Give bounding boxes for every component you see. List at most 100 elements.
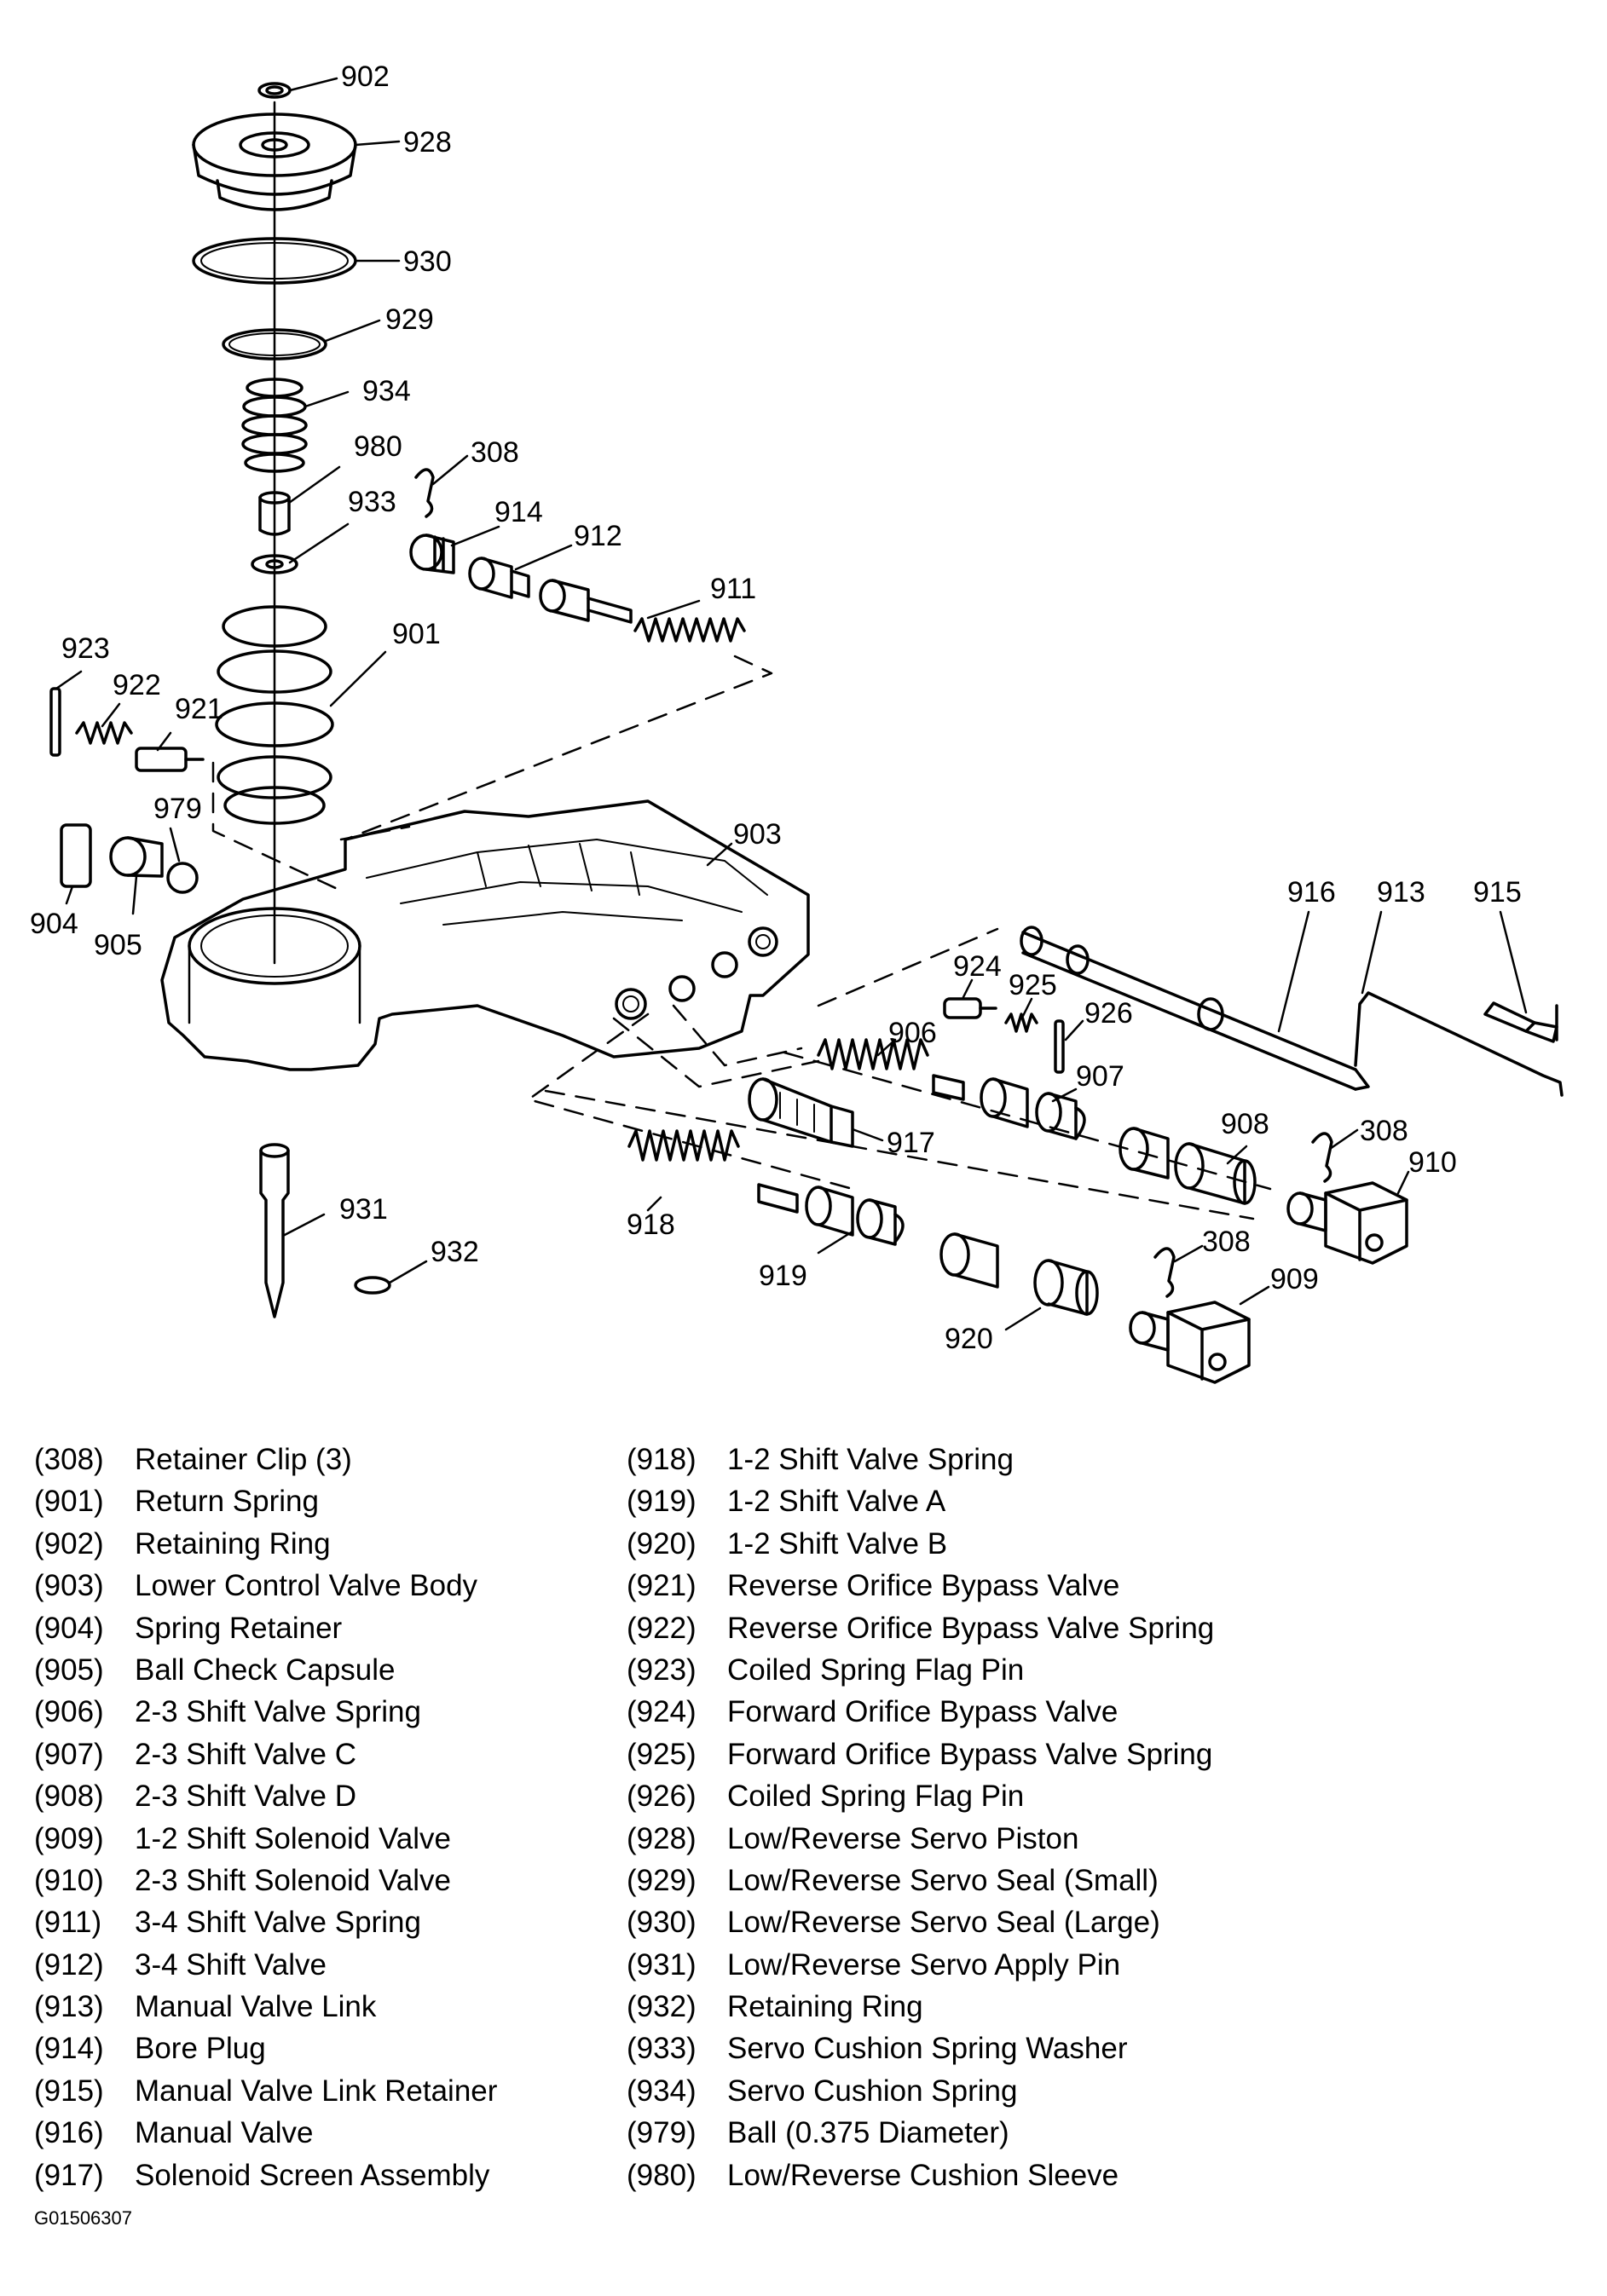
legend-row: (919) 1-2 Shift Valve A: [627, 1480, 1214, 1522]
legend-part-number: (922): [627, 1611, 697, 1645]
legend-part-number: (923): [627, 1653, 697, 1687]
legend-part-number: (912): [34, 1947, 104, 1982]
legend-part-name: Bore Plug: [135, 2032, 266, 2066]
callout-909: 909: [1270, 1263, 1319, 1295]
callout-979: 979: [153, 793, 202, 825]
legend-part-name: Return Spring: [135, 1485, 319, 1519]
part-916-manual-valve: [1020, 926, 1370, 1091]
part-908-valve-d: [1119, 1127, 1257, 1205]
callout-919: 919: [759, 1260, 807, 1292]
legend-part-name: Spring Retainer: [135, 1611, 343, 1645]
legend-part-name: Low/Reverse Servo Seal (Large): [727, 1906, 1160, 1940]
legend-part-number: (924): [627, 1695, 697, 1729]
legend-part-number: (932): [627, 1990, 697, 2024]
legend-part-name: Ball Check Capsule: [135, 1653, 396, 1687]
legend-part-number: (916): [34, 2116, 104, 2150]
legend-part-number: (919): [627, 1485, 697, 1519]
exploded-view-diagram: 902 928 930 929 934 980 933 308 914 912 …: [30, 61, 1564, 1384]
callout-932: 932: [431, 1236, 479, 1268]
part-901-return-spring: [215, 605, 334, 825]
legend-row: (903) Lower Control Valve Body: [34, 1565, 497, 1607]
legend-part-number: (979): [627, 2116, 697, 2150]
legend-part-name: Manual Valve: [135, 2116, 314, 2150]
part-932-retaining-ring: [354, 1276, 391, 1295]
part-905-ball-check-capsule: [109, 836, 164, 878]
legend-part-name: Forward Orifice Bypass Valve: [727, 1695, 1119, 1729]
legend-part-name: Servo Cushion Spring: [727, 2074, 1018, 2108]
callout-930: 930: [403, 245, 452, 278]
leader-lines: [55, 77, 1528, 1331]
legend-part-name: Reverse Orifice Bypass Valve: [727, 1569, 1120, 1603]
legend-part-name: 2-3 Shift Valve Spring: [135, 1695, 421, 1729]
legend-part-name: 1-2 Shift Valve B: [727, 1526, 948, 1560]
part-929-seal-small: [222, 328, 327, 361]
legend-part-name: Retaining Ring: [727, 1990, 923, 2024]
legend-row: (932) Retaining Ring: [627, 1986, 1214, 2028]
callout-905: 905: [94, 929, 142, 961]
legend-part-number: (902): [34, 1526, 104, 1560]
part-308-clip-lower: [1153, 1247, 1176, 1298]
legend-part-name: 2-3 Shift Valve C: [135, 1737, 357, 1771]
legend-part-name: Servo Cushion Spring Washer: [727, 2032, 1128, 2066]
callout-917: 917: [887, 1127, 935, 1159]
callout-910: 910: [1408, 1146, 1457, 1179]
legend-part-number: (904): [34, 1611, 104, 1645]
legend-part-number: (915): [34, 2074, 104, 2108]
legend-row: (904) Spring Retainer: [34, 1607, 497, 1649]
legend-part-number: (906): [34, 1695, 104, 1729]
legend-row: (920)1-2 Shift Valve B: [627, 1523, 1214, 1565]
callout-308-top: 308: [471, 436, 519, 469]
legend-part-number: (308): [34, 1443, 104, 1476]
legend-part-number: (933): [627, 2032, 697, 2066]
legend-part-name: Coiled Spring Flag Pin: [727, 1653, 1025, 1687]
figure-id: G01506307: [34, 2207, 132, 2229]
legend-row: (928)Low/Reverse Servo Piston: [627, 1818, 1214, 1860]
callout-916: 916: [1287, 876, 1336, 909]
callout-902: 902: [341, 61, 390, 93]
part-918-spring: [627, 1129, 740, 1162]
legend-row: (901)Return Spring: [34, 1480, 497, 1522]
legend-part-name: Coiled Spring Flag Pin: [727, 1780, 1025, 1814]
legend-part-name: Low/Reverse Servo Seal (Small): [727, 1863, 1159, 1897]
legend-row: (917)Solenoid Screen Assembly: [34, 2155, 497, 2196]
callout-907: 907: [1076, 1060, 1124, 1093]
callout-308-right: 308: [1360, 1115, 1408, 1147]
legend-row: (921)Reverse Orifice Bypass Valve: [627, 1565, 1214, 1607]
callout-934: 934: [362, 375, 411, 407]
legend-row: (906) 2-3 Shift Valve Spring: [34, 1691, 497, 1733]
legend-part-name: Lower Control Valve Body: [135, 1569, 478, 1603]
legend-part-name: 2-3 Shift Solenoid Valve: [135, 1863, 451, 1897]
callout-308-lower: 308: [1202, 1226, 1251, 1258]
legend-part-name: 1-2 Shift Valve A: [727, 1485, 946, 1519]
legend-part-number: (908): [34, 1780, 104, 1814]
legend-left-column: (308)Retainer Clip (3)(901)Return Spring…: [34, 1439, 497, 2196]
callout-901: 901: [392, 618, 441, 650]
legend-row: (918)1-2 Shift Valve Spring: [627, 1439, 1214, 1480]
legend-part-name: Forward Orifice Bypass Valve Spring: [727, 1737, 1213, 1771]
part-933-washer: [251, 554, 298, 574]
callout-926: 926: [1084, 997, 1133, 1030]
callout-922: 922: [113, 669, 161, 701]
part-979-ball: [166, 862, 199, 894]
callout-918: 918: [627, 1209, 675, 1241]
part-903-valve-body: [160, 799, 810, 1071]
part-921-bypass-valve: [135, 747, 205, 772]
legend-part-number: (905): [34, 1653, 104, 1687]
legend-part-number: (917): [34, 2158, 104, 2192]
legend-part-number: (926): [627, 1780, 697, 1814]
legend-row: (916) Manual Valve: [34, 2112, 497, 2154]
callout-928: 928: [403, 126, 452, 159]
part-915-link-retainer: [1483, 1001, 1558, 1043]
part-924-bypass-valve: [943, 997, 997, 1019]
legend-part-name: Low/Reverse Cushion Sleeve: [727, 2158, 1119, 2192]
legend-part-number: (903): [34, 1569, 104, 1603]
legend-part-number: (931): [627, 1947, 697, 1982]
callout-913: 913: [1377, 876, 1425, 909]
part-308-clip-top: [414, 468, 435, 518]
part-308-clip-right: [1311, 1132, 1333, 1183]
part-910-solenoid: [1286, 1181, 1408, 1265]
part-926-flag-pin: [1054, 1019, 1065, 1074]
callout-923: 923: [61, 632, 110, 665]
part-922-spring: [75, 721, 133, 745]
part-907-valve-c: [932, 1074, 1086, 1140]
